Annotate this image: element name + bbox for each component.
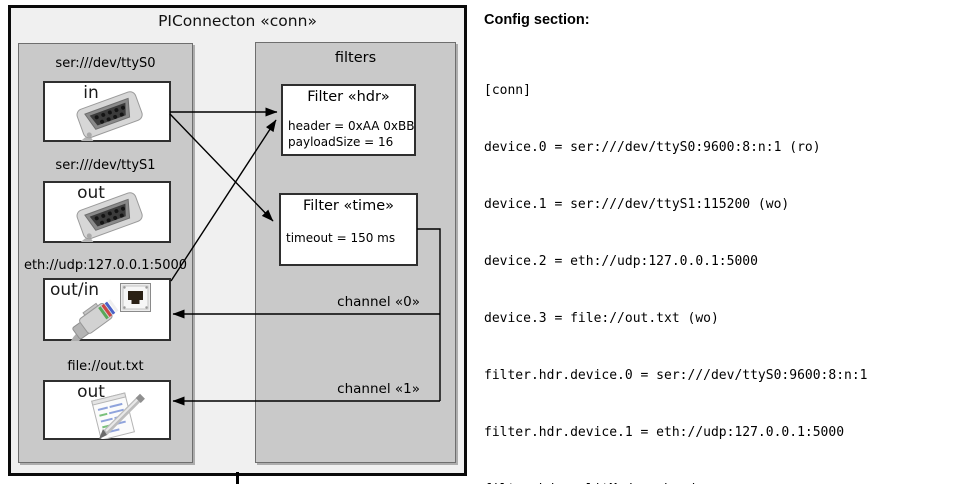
config-line: device.0 = ser:///dev/ttyS0:9600:8:n:1 (… [484,140,821,155]
config-line: [conn] [484,83,531,98]
channel-1-label: channel «1» [337,381,420,397]
filter-time-box: Filter «time» timeout = 150 ms [279,193,418,266]
device-url-ttyS0: ser:///dev/ttyS0 [55,56,156,71]
config-line: filter.hdr.device.1 = eth://udp:127.0.0.… [484,425,845,440]
filter-hdr-title: Filter «hdr» [307,89,390,105]
config-line: device.1 = ser:///dev/ttyS1:115200 (wo) [484,197,790,212]
config-line: device.3 = file://out.txt (wo) [484,311,719,326]
device-box-ttyS1: out [43,181,171,243]
device-box-ttyS0: in [43,81,171,142]
notepad-icon [91,392,145,439]
config-line: device.2 = eth://udp:127.0.0.1:5000 [484,254,758,269]
filter-time-title: Filter «time» [302,198,395,214]
filter-prop: payloadSize = 16 [288,135,394,149]
device-url-file: file://out.txt [67,359,144,374]
device-url-eth: eth://udp:127.0.0.1:5000 [23,258,188,273]
filter-time-props: timeout = 150 ms [286,230,414,246]
ethernet-cable-icon [67,299,119,341]
port-direction-label: out [77,382,105,402]
device-box-eth: out/in [43,278,171,341]
filter-hdr-box: Filter «hdr» header = 0xAA 0xBB payloadS… [281,84,416,156]
pencil-icon [99,393,145,439]
config-heading: Config section: [484,12,590,28]
filter-prop: timeout = 150 ms [286,231,396,245]
filters-title: filters [334,50,377,66]
channel-0-label: channel «0» [337,294,420,310]
config-line: filter.hdr.splitMode = header [484,480,875,484]
device-url-ttyS1: ser:///dev/ttyS1 [55,158,156,173]
config-text: [conn] device.0 = ser:///dev/ttyS0:9600:… [484,43,875,484]
filter-hdr-props: header = 0xAA 0xBB payloadSize = 16 [288,118,415,150]
port-direction-label: out [77,183,105,203]
devices-compartment: ser:///dev/ttyS0 in ser:///dev/ttyS1 [18,43,193,463]
filters-compartment: filters Filter «hdr» header = 0xAA 0xBB … [255,42,456,463]
diagram-title: PIConnecton «conn» [158,12,317,30]
config-line: filter.hdr.device.0 = ser:///dev/ttyS0:9… [484,368,868,383]
device-box-file: out [43,380,171,440]
port-direction-label: in [83,83,99,103]
serial-connector-icon [69,91,143,141]
filter-prop: header = 0xAA 0xBB [288,119,415,133]
serial-connector-icon [69,192,143,242]
ethernet-jack-icon [120,283,151,312]
port-direction-label: out/in [50,280,100,300]
